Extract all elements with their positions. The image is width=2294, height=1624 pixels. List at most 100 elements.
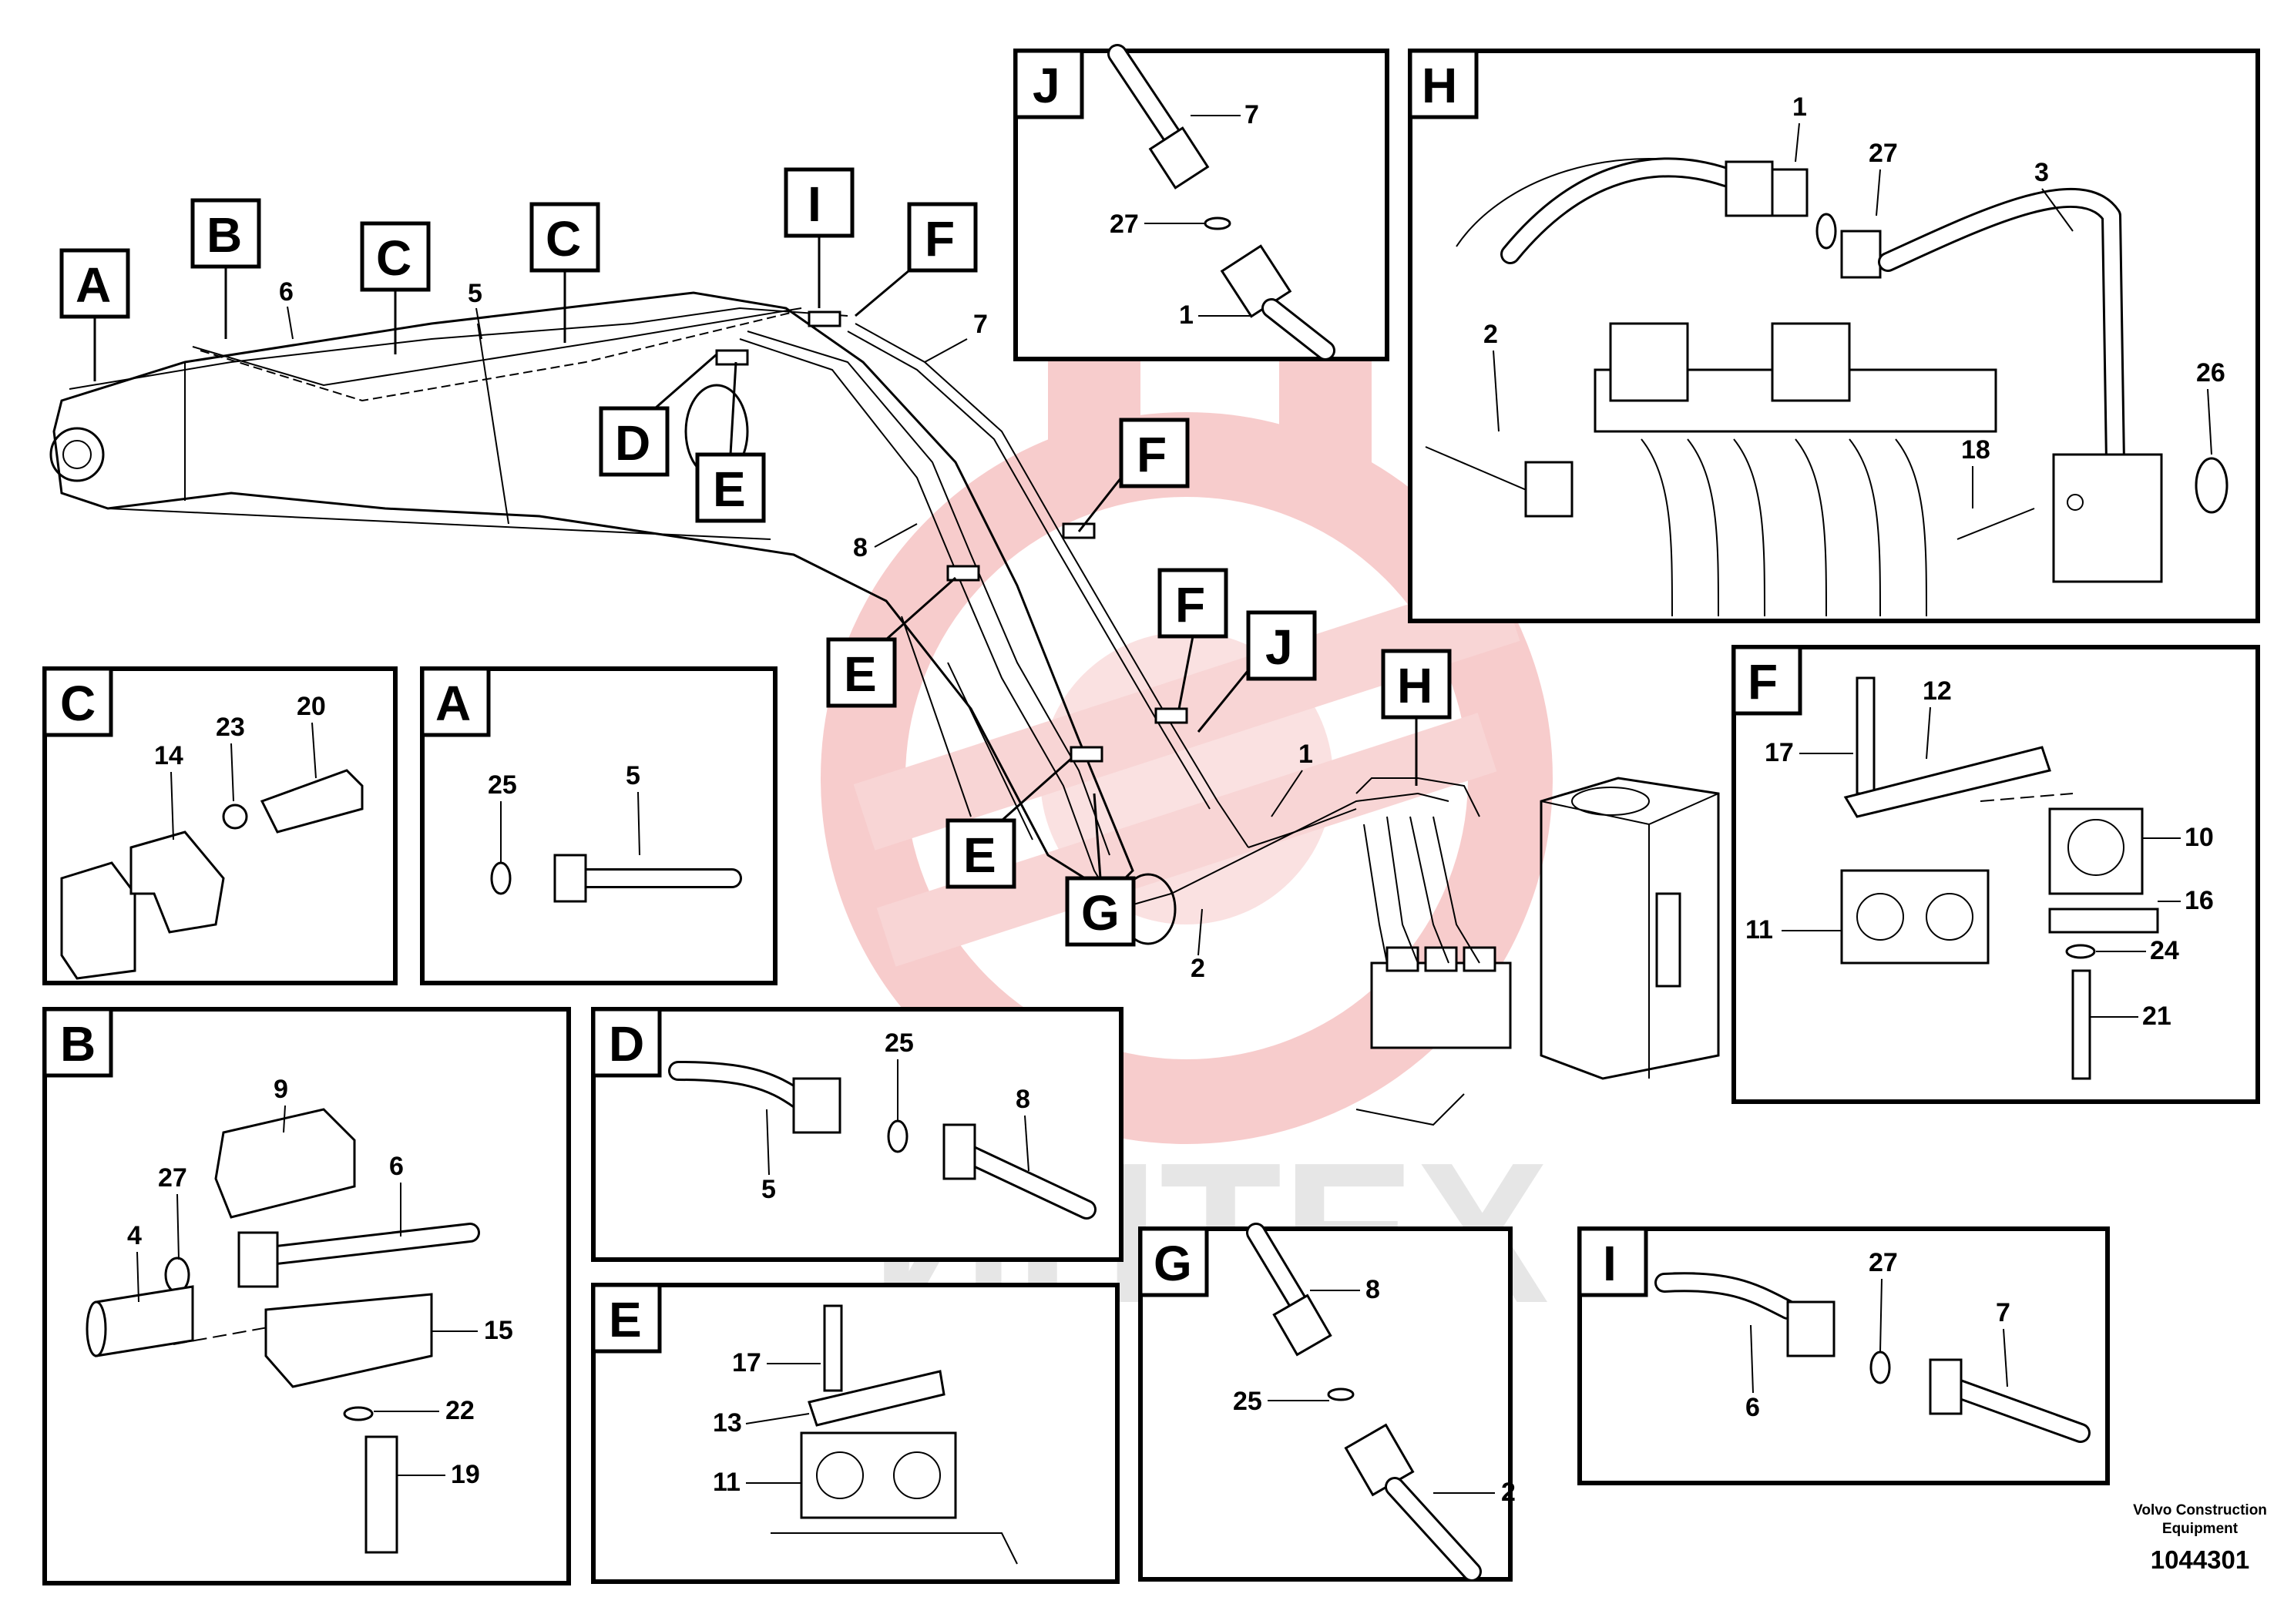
- svg-text:E: E: [963, 827, 996, 883]
- svg-text:H: H: [1397, 658, 1432, 713]
- svg-text:21: 21: [2142, 1002, 2171, 1031]
- svg-text:19: 19: [451, 1460, 480, 1489]
- callout-F-2: F: [1077, 418, 1190, 532]
- svg-text:6: 6: [279, 277, 294, 307]
- detail-panel-E: E 17 13 11: [591, 1283, 1120, 1584]
- callout-C-2: C: [529, 202, 600, 343]
- svg-text:6: 6: [389, 1152, 404, 1181]
- svg-text:4: 4: [127, 1221, 142, 1250]
- svg-text:G: G: [1081, 885, 1120, 941]
- detail-panel-J: J 7 27 1: [1013, 44, 1389, 361]
- svg-text:1: 1: [1298, 740, 1313, 769]
- svg-text:2: 2: [1191, 954, 1205, 983]
- callout-F-1: F: [855, 202, 978, 317]
- svg-text:B: B: [60, 1016, 96, 1072]
- detail-panel-A: A 25 5: [420, 666, 778, 985]
- company-name-line2: Equipment: [2162, 1521, 2239, 1537]
- control-valve-and-tank: [1355, 777, 1720, 1126]
- svg-text:16: 16: [2185, 886, 2214, 915]
- svg-text:G: G: [1154, 1236, 1192, 1291]
- svg-text:2: 2: [1501, 1478, 1516, 1507]
- svg-text:27: 27: [1110, 210, 1139, 239]
- svg-text:8: 8: [1016, 1085, 1030, 1114]
- svg-text:5: 5: [626, 761, 640, 790]
- svg-text:10: 10: [2185, 823, 2214, 852]
- svg-text:C: C: [60, 676, 96, 731]
- svg-text:D: D: [609, 1016, 644, 1072]
- svg-text:15: 15: [484, 1316, 513, 1345]
- svg-text:F: F: [925, 211, 955, 267]
- callout-F-3: F: [1157, 568, 1228, 710]
- svg-text:8: 8: [1365, 1275, 1380, 1304]
- svg-text:I: I: [808, 176, 821, 232]
- svg-text:B: B: [207, 207, 242, 263]
- svg-text:22: 22: [445, 1396, 475, 1425]
- detail-panel-I: I 27 7 6: [1577, 1226, 2110, 1485]
- svg-text:7: 7: [973, 310, 988, 339]
- company-name-line1: Volvo Construction: [2133, 1502, 2267, 1518]
- svg-text:D: D: [615, 415, 650, 471]
- svg-text:25: 25: [488, 770, 517, 800]
- svg-text:8: 8: [853, 533, 868, 562]
- callout-E-2: E: [826, 576, 956, 708]
- svg-text:F: F: [1137, 427, 1167, 482]
- svg-text:23: 23: [216, 713, 245, 742]
- svg-text:11: 11: [1745, 915, 1773, 945]
- svg-text:7: 7: [1244, 100, 1259, 129]
- svg-text:E: E: [713, 461, 746, 517]
- svg-text:27: 27: [158, 1163, 187, 1193]
- diagram-code: 1044301: [2151, 1545, 2249, 1574]
- callout-E-3: E: [945, 757, 1072, 889]
- hose-routing: [69, 307, 1480, 910]
- svg-text:1: 1: [1179, 300, 1194, 330]
- detail-panel-F: F 12 17 10 16 11 24 21: [1731, 645, 2260, 1104]
- svg-text:2: 2: [1483, 320, 1498, 349]
- svg-text:17: 17: [1765, 738, 1794, 767]
- callout-G: G: [1065, 793, 1136, 947]
- detail-panel-H: H 1 27 3 2 26 18: [1408, 49, 2260, 623]
- detail-panel-B: B 9 27 6 4 15 22 19: [42, 1007, 571, 1585]
- main-part-labels: 6 5 7 8 1 2: [279, 277, 1313, 983]
- callout-D: D: [599, 353, 717, 477]
- svg-text:F: F: [1748, 654, 1778, 710]
- callout-H: H: [1381, 649, 1452, 786]
- svg-text:C: C: [376, 230, 411, 286]
- svg-text:27: 27: [1869, 139, 1898, 168]
- svg-text:I: I: [1603, 1236, 1617, 1291]
- callout-I: I: [784, 167, 855, 308]
- svg-text:6: 6: [1745, 1393, 1760, 1422]
- svg-text:25: 25: [885, 1028, 914, 1058]
- footer-info: Volvo Construction Equipment 1044301: [2133, 1502, 2267, 1574]
- callout-C-1: C: [360, 221, 431, 354]
- svg-text:26: 26: [2196, 358, 2225, 388]
- svg-text:9: 9: [274, 1075, 288, 1104]
- svg-text:11: 11: [713, 1468, 741, 1497]
- svg-text:20: 20: [297, 692, 326, 721]
- svg-text:J: J: [1265, 619, 1293, 675]
- callout-A: A: [59, 248, 130, 381]
- svg-text:H: H: [1422, 58, 1457, 113]
- svg-text:1: 1: [1792, 92, 1807, 122]
- svg-text:24: 24: [2150, 936, 2179, 965]
- svg-text:7: 7: [1996, 1298, 2010, 1327]
- svg-text:E: E: [609, 1292, 642, 1347]
- svg-text:13: 13: [713, 1408, 742, 1438]
- svg-text:A: A: [76, 257, 111, 313]
- svg-text:E: E: [844, 646, 877, 702]
- detail-panel-C: C 14 23 20: [42, 666, 398, 985]
- callout-J: J: [1197, 610, 1317, 733]
- svg-text:5: 5: [468, 279, 482, 308]
- svg-text:3: 3: [2034, 158, 2049, 187]
- svg-text:F: F: [1175, 577, 1205, 632]
- svg-text:C: C: [546, 211, 581, 267]
- svg-text:J: J: [1033, 58, 1060, 113]
- svg-text:14: 14: [154, 741, 183, 770]
- svg-text:27: 27: [1869, 1248, 1898, 1277]
- detail-panel-G: G 8 25 2: [1138, 1223, 1516, 1582]
- callout-B: B: [190, 198, 261, 339]
- callout-E-1: E: [695, 361, 766, 523]
- svg-text:5: 5: [761, 1175, 776, 1204]
- svg-text:17: 17: [732, 1348, 761, 1377]
- svg-text:25: 25: [1233, 1387, 1262, 1416]
